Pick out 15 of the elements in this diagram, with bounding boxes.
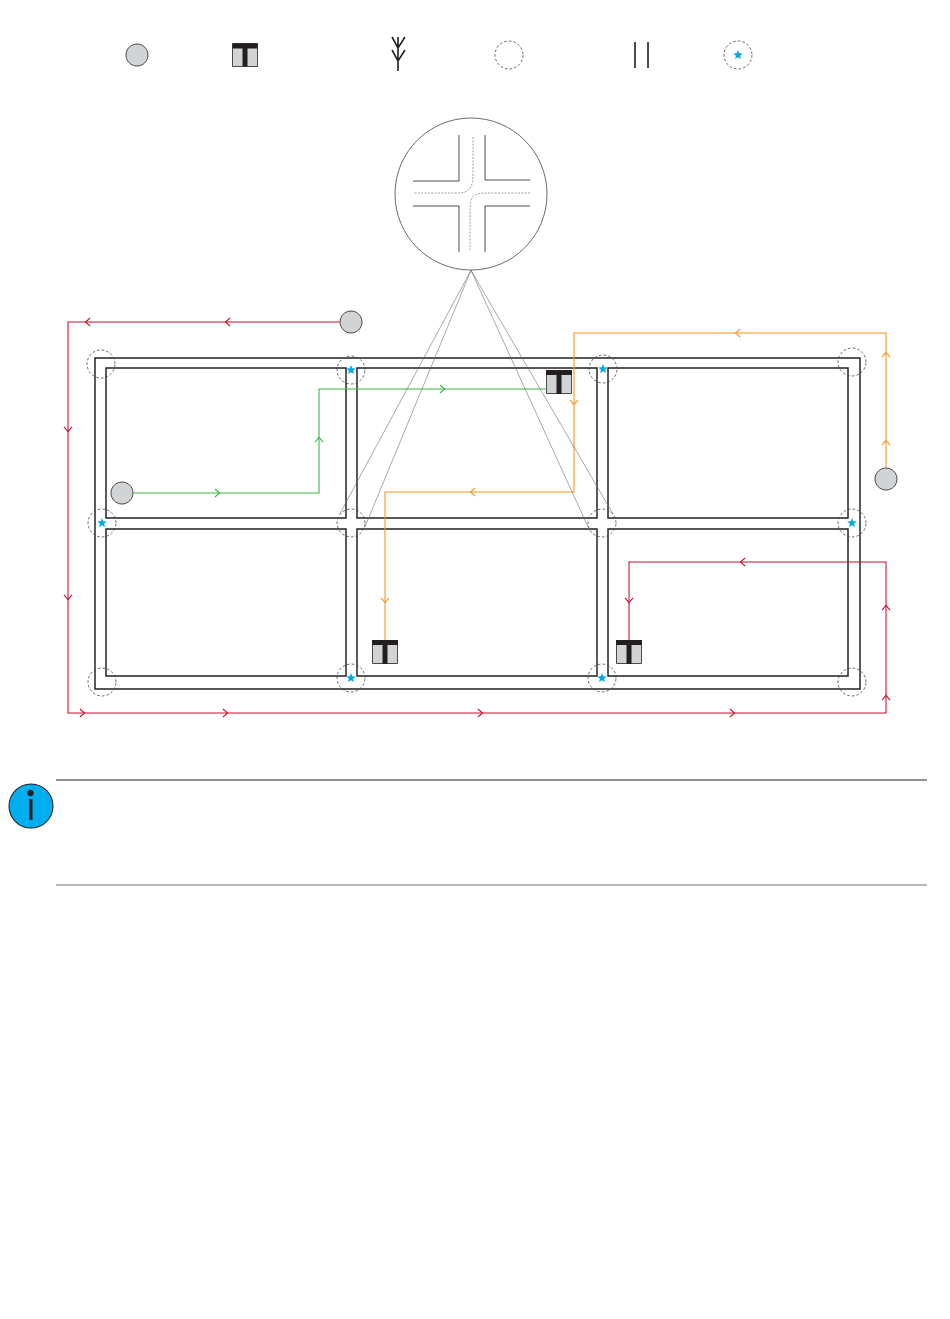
filled-circle bbox=[339, 310, 363, 334]
t-box-symbol bbox=[546, 370, 572, 394]
dashed-circle bbox=[837, 667, 867, 697]
leader-line bbox=[339, 270, 472, 529]
leader-line bbox=[470, 270, 613, 531]
t-box-symbol bbox=[372, 640, 398, 664]
filled-circle bbox=[110, 481, 134, 505]
dashed-circle bbox=[87, 667, 117, 697]
dashed-circle bbox=[86, 349, 116, 379]
t-box-symbol bbox=[616, 640, 642, 664]
filled-circle bbox=[874, 467, 898, 491]
magnified-view bbox=[394, 117, 548, 271]
dashed-circle bbox=[336, 508, 366, 538]
dashed-circle bbox=[837, 347, 867, 377]
dashed-circle bbox=[587, 508, 617, 538]
